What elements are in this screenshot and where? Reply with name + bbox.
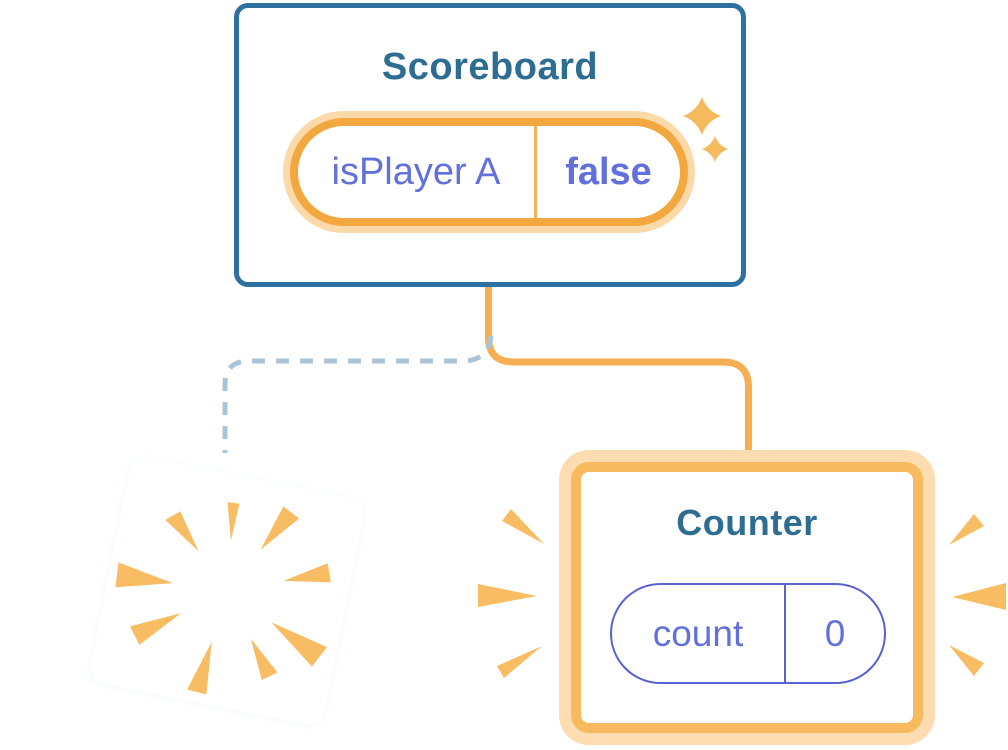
poof-ray-icon: [260, 506, 300, 550]
sparkle-icon: [683, 97, 728, 162]
state-pill-value: false: [565, 150, 652, 193]
state-pill-divider: [534, 126, 537, 218]
destroyed-component-card: [87, 454, 367, 728]
emphasis-ray-icon: [949, 514, 984, 545]
destroyed-connector-dashed-line: [222, 335, 494, 453]
emphasis-ray-icon: [949, 645, 984, 676]
poof-burst-icon: [115, 502, 331, 695]
poof-ray-icon: [129, 613, 182, 645]
emphasis-ray-icon: [478, 584, 537, 607]
state-pill-label: isPlayer A: [331, 150, 501, 193]
poof-ray-icon: [115, 562, 173, 588]
emphasis-ray-icon: [502, 509, 544, 544]
count-pill-label: count: [652, 612, 744, 654]
emphasis-rays-icon-left: [478, 509, 544, 678]
count-pill-value: 0: [824, 612, 846, 654]
poof-ray-icon: [271, 622, 328, 667]
scoreboard-state-pill: isPlayer A false: [290, 118, 688, 226]
sparkle-icon-small: [702, 136, 728, 162]
state-connector-line: [485, 283, 752, 455]
poof-ray-icon: [187, 641, 212, 695]
poof-ray-icon: [227, 502, 240, 541]
emphasis-rays-icon-right: [949, 514, 1006, 676]
poof-ray-icon: [165, 511, 199, 552]
count-pill-divider: [784, 585, 786, 682]
sparkle-icon-large: [683, 97, 721, 135]
emphasis-ray-icon: [497, 646, 542, 678]
counter-title: Counter: [676, 502, 818, 543]
counter-state-pill: count 0: [610, 583, 886, 684]
counter-card: Counter count 0: [571, 462, 923, 733]
poof-ray-icon: [250, 638, 278, 681]
scoreboard-card: Scoreboard isPlayer A false: [234, 3, 746, 287]
scoreboard-title: Scoreboard: [381, 46, 599, 88]
poof-ray-icon: [283, 563, 331, 583]
emphasis-ray-icon: [952, 583, 1006, 610]
